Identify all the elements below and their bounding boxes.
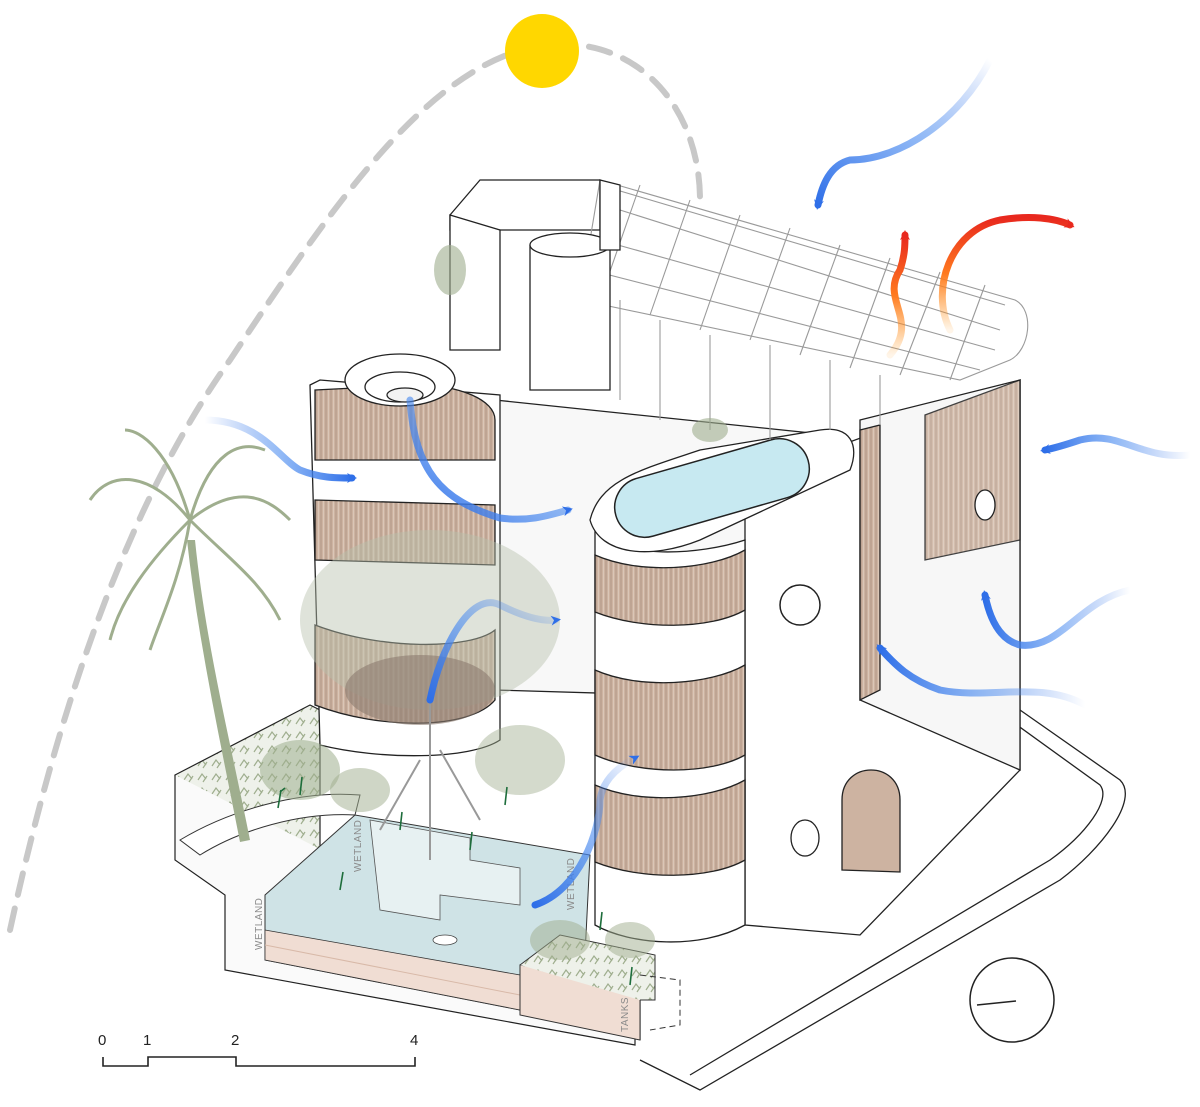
sun-icon: [505, 14, 579, 88]
north-arrow-icon: [969, 957, 1055, 1043]
palm-tree-icon: [187, 540, 250, 842]
vent-opening-lower: [790, 819, 820, 857]
roof-stair-drum: [529, 179, 621, 391]
cool-air-arrow-mid: [406, 396, 573, 523]
cool-air-arrow-left-upper: [201, 416, 357, 483]
warm-air-arrow-left: [886, 230, 910, 359]
wetland-label-center: WETLAND: [353, 820, 364, 872]
scale-tick-1: 1: [143, 1032, 151, 1049]
cool-air-arrow-right-mid: [981, 586, 1134, 649]
cool-air-arrow-inner: [426, 599, 561, 704]
warm-air-arrow-right: [938, 214, 1075, 334]
vegetation: [88, 245, 728, 960]
scale-tick-2: 2: [231, 1032, 239, 1049]
scale-tick-0: 0: [98, 1032, 106, 1049]
tanks-label: TANKS: [620, 997, 631, 1032]
airflow: [201, 56, 1194, 909]
sun-path-arc: [7, 41, 703, 933]
wetland-label-left: WETLAND: [254, 898, 265, 950]
porthole-window: [779, 584, 821, 626]
scale-bar: 0 1 2 4: [98, 1032, 418, 1067]
cool-air-arrow-garden: [531, 754, 640, 909]
rooftop-pool: [613, 437, 811, 539]
vent-opening-upper: [974, 489, 996, 521]
scale-tick-4: 4: [410, 1032, 418, 1049]
cool-air-arrow-top: [814, 56, 994, 210]
cool-air-arrow-right-top: [1040, 434, 1194, 460]
cool-air-arrow-right-low: [876, 644, 1089, 709]
evapotranspiration-arrows: [277, 776, 633, 986]
